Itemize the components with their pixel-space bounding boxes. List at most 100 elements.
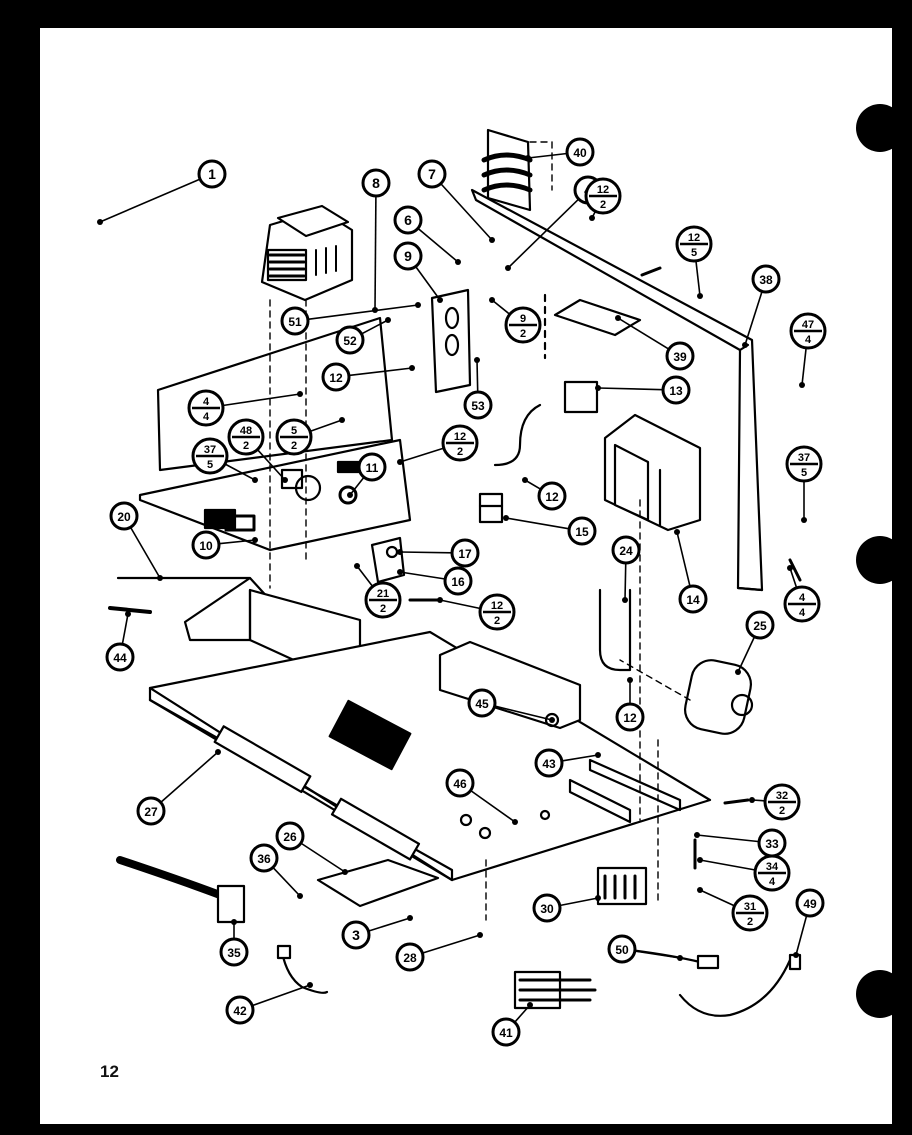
leader-target-dot [415, 302, 421, 308]
leader-line [399, 447, 445, 463]
control-base-plate-part [138, 316, 412, 552]
callout-c12a: 12 [321, 362, 415, 392]
callout-c35: 35 [219, 919, 249, 967]
callout-circle [443, 566, 473, 596]
alignment-lines [269, 141, 691, 921]
callout-part-number: 47 [802, 319, 814, 331]
callout-part-number: 4 [799, 592, 806, 604]
callout-c33: 33 [694, 828, 787, 858]
leader-target-dot [339, 417, 345, 423]
callout-c37_5b: 375 [785, 445, 823, 523]
leader-target-dot [595, 752, 601, 758]
page-number: 12 [100, 1062, 119, 1081]
leader-target-dot [342, 869, 348, 875]
callout-part-number: 14 [686, 593, 700, 607]
callout-circle [537, 481, 567, 511]
callout-part-number: 9 [404, 248, 412, 264]
callout-part-number: 36 [257, 852, 271, 866]
callout-part-number: 12 [623, 711, 637, 725]
base-pan-part [148, 630, 712, 882]
leader-line [597, 387, 664, 391]
binder-holes [856, 104, 904, 1018]
callout-circle [105, 642, 135, 672]
wire-harness-part [513, 970, 597, 1010]
callout-c53: 53 [463, 357, 493, 420]
callout-quantity: 2 [457, 446, 463, 458]
callout-quantity: 2 [494, 615, 500, 627]
leader-line [121, 613, 129, 645]
leader-target-dot [477, 932, 483, 938]
callout-quantity: 2 [779, 805, 785, 817]
callout-c31_2: 312 [697, 887, 769, 932]
callout-c1: 1 [97, 159, 227, 225]
callout-circle [615, 702, 645, 732]
terminal-block-part [596, 866, 648, 906]
leader-target-dot [742, 342, 748, 348]
callout-circle [611, 535, 641, 565]
leader-target-dot [307, 982, 313, 988]
leader-target-dot [397, 459, 403, 465]
callout-circle [661, 375, 691, 405]
leader-line [514, 1004, 531, 1023]
leader-target-dot [297, 893, 303, 899]
callout-quantity: 4 [805, 334, 812, 346]
sensor-board-part [370, 536, 406, 584]
leader-target-dot [697, 857, 703, 863]
callout-c4_4a: 44 [187, 389, 303, 427]
callout-part-number: 26 [283, 830, 297, 844]
callout-c9_2: 92 [489, 297, 542, 344]
callout-c49: 49 [793, 888, 825, 958]
leader-target-dot [282, 477, 288, 483]
callout-c37_5a: 375 [191, 437, 258, 483]
callout-part-number: 12 [597, 184, 609, 196]
callout-c4_4b: 44 [783, 565, 821, 623]
leader-target-dot [793, 952, 799, 958]
callout-part-number: 12 [688, 232, 700, 244]
leader-target-dot [252, 537, 258, 543]
leader-target-dot [409, 365, 415, 371]
callout-part-number: 48 [240, 425, 252, 437]
callout-quantity: 2 [380, 603, 386, 615]
callout-part-number: 12 [329, 371, 343, 385]
callout-c10: 10 [191, 530, 258, 560]
callout-c38: 38 [742, 264, 781, 348]
callout-circle [136, 796, 166, 826]
leader-line [307, 304, 419, 321]
callout-part-number: 46 [453, 777, 467, 791]
callout-part-number: 49 [803, 897, 817, 911]
leader-line [224, 463, 256, 481]
callout-c46: 46 [445, 768, 518, 825]
callout-part-number: 15 [575, 525, 589, 539]
leader-line [361, 319, 389, 335]
callout-quantity: 2 [291, 440, 297, 452]
leader-target-dot [407, 915, 413, 921]
callout-circle [357, 452, 387, 482]
leader-line [218, 539, 256, 545]
leader-line [559, 897, 599, 907]
callout-part-number: 42 [233, 1004, 247, 1018]
callout-circle [467, 688, 497, 718]
callout-c20: 20 [109, 501, 163, 581]
leader-target-dot [512, 819, 518, 825]
callout-c25: 25 [735, 610, 775, 675]
callout-part-number: 6 [404, 212, 412, 228]
callout-c51: 51 [280, 302, 421, 336]
leader-line [695, 260, 701, 297]
leader-target-dot [397, 569, 403, 575]
callout-part-number: 17 [458, 547, 472, 561]
relay-part [493, 380, 599, 467]
leader-target-dot [622, 597, 628, 603]
callout-part-number: 12 [545, 490, 559, 504]
leader-line [494, 705, 553, 721]
callout-circle [395, 942, 425, 972]
callout-part-number: 43 [542, 757, 556, 771]
callout-c3: 3 [341, 915, 413, 950]
leader-line [399, 551, 453, 554]
callout-circle [197, 159, 227, 189]
capacitor-part [683, 659, 754, 735]
leader-target-dot [231, 919, 237, 925]
leader-line [309, 419, 343, 433]
callout-c12_2c: 122 [437, 593, 516, 631]
leader-target-dot [801, 517, 807, 523]
